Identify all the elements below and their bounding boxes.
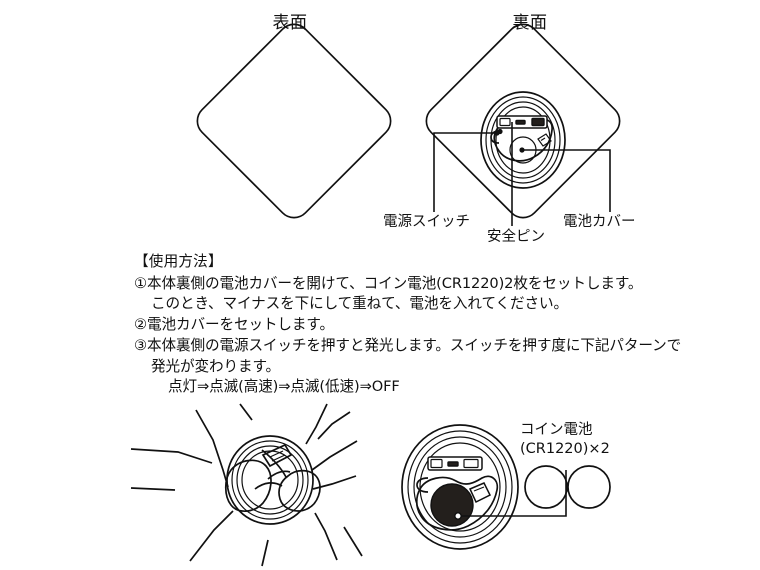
- battery-cover-leader: [522, 149, 611, 212]
- battery-illustration-compartment-outline: [415, 475, 499, 531]
- instruction-step-1-line-2: このとき、マイナスを下にして重ねて、電池を入れてください。: [151, 295, 568, 313]
- hand-illustration-contours: [130, 403, 363, 567]
- hand-illustration-knuckle-lines: [254, 449, 291, 490]
- hand-illustration-cover-tab: [261, 443, 293, 468]
- callout-label-battery-cover: 電池カバー: [563, 214, 636, 230]
- instruction-step-2-line-1: ②電池カバーをセットします。: [134, 316, 334, 334]
- back-side-heading: 裏面: [512, 13, 548, 33]
- callout-label-safety-pin: 安全ピン: [487, 229, 545, 245]
- back-side-safety-pin-glyph: [490, 128, 503, 144]
- power-switch-anchor-dot: [494, 130, 500, 136]
- battery-illustration-power-switch-bar: [427, 456, 483, 471]
- back-side-cover-tab-glyph: [537, 133, 552, 147]
- hand-illustration-index-finger: [278, 469, 321, 512]
- coin-battery-leader: [461, 470, 567, 517]
- back-side-battery-cover-outline: [493, 118, 553, 164]
- power-switch-leader: [433, 132, 497, 212]
- front-side-heading: 表面: [272, 13, 308, 33]
- hand-opening-cover-illustration: [130, 403, 363, 567]
- loose-coin-batteries: [524, 465, 611, 509]
- instructions-heading: 【使用方法】: [134, 253, 223, 270]
- hand-illustration-thumb: [224, 459, 272, 512]
- back-side-power-switch-bar: [496, 115, 548, 129]
- back-side-ring-detail: [480, 91, 566, 189]
- hand-illustration-device-rings: [226, 435, 314, 525]
- callout-label-power-switch: 電源スイッチ: [383, 214, 470, 230]
- coin-battery-2: [567, 465, 611, 509]
- front-side-diamond-shape: [196, 23, 392, 219]
- instruction-light-pattern-sequence: 点灯⇒点滅(高速)⇒点滅(低速)⇒OFF: [168, 378, 400, 396]
- coin-battery-label-line-1: コイン電池: [520, 422, 593, 438]
- battery-illustration-safety-pin-glyph: [416, 477, 429, 493]
- callout-label-coin-battery: コイン電池 (CR1220)×2: [520, 421, 610, 459]
- coin-battery-leader-line: [454, 470, 567, 520]
- coin-battery-label-line-2: (CR1220)×2: [520, 440, 610, 457]
- battery-illustration-device-rings: [401, 424, 519, 550]
- instruction-step-3-line-1: ③本体裏側の電源スイッチを押すと発光します。スイッチを押す度に下記パターンで: [134, 336, 682, 354]
- battery-illustration-coin-cell: [430, 482, 492, 527]
- usage-instructions-block: 【使用方法】 ①本体裏側の電池カバーを開けて、コイン電池(CR1220)2枚をセ…: [134, 252, 760, 398]
- instruction-step-3-line-2: 発光が変わります。: [151, 357, 280, 375]
- coin-battery-anchor-dot: [454, 512, 462, 520]
- battery-cover-anchor-dot: [519, 147, 525, 153]
- instruction-step-1-line-1: ①本体裏側の電池カバーを開けて、コイン電池(CR1220)2枚をセットします。: [134, 274, 643, 292]
- coin-battery-1: [524, 465, 568, 509]
- back-side-diamond-shape: [425, 23, 621, 219]
- callout-leader-lines: [433, 122, 611, 226]
